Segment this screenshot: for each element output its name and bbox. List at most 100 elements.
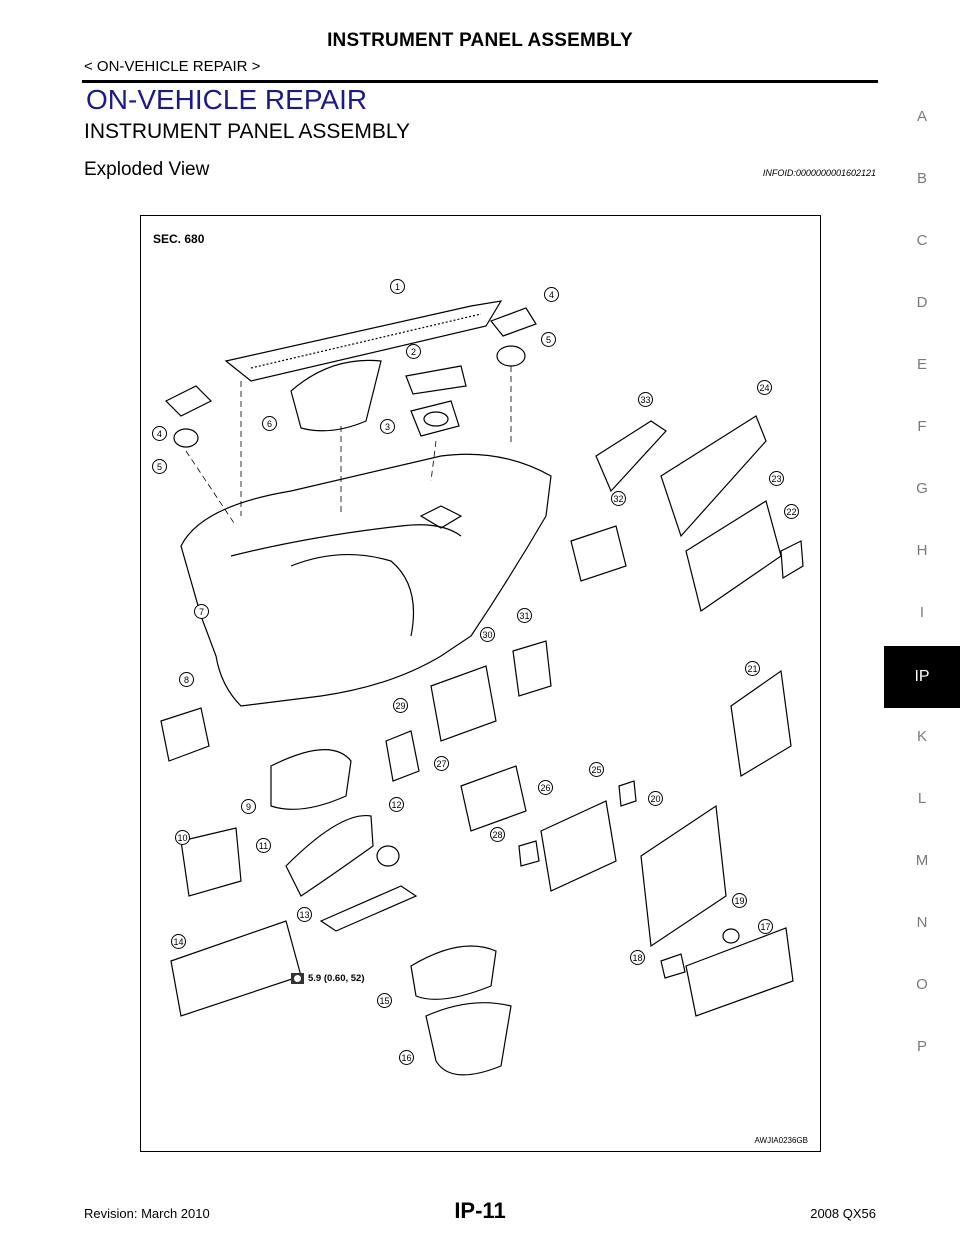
callout-20: 20	[648, 791, 663, 806]
callout-18: 18	[630, 950, 645, 965]
page-header-title: INSTRUMENT PANEL ASSEMBLY	[327, 30, 633, 51]
callout-4-left: 4	[152, 426, 167, 441]
finisher-10	[180, 827, 242, 897]
callout-3: 3	[380, 419, 395, 434]
callout-33: 33	[638, 392, 653, 407]
callout-17: 17	[758, 919, 773, 934]
vent-ring-left	[173, 428, 199, 448]
defroster-grille	[224, 300, 503, 382]
callout-29: 29	[393, 698, 408, 713]
side-vent-8	[160, 707, 210, 762]
torque-value: 5.9 (0.60, 52)	[308, 973, 365, 984]
callout-1: 1	[390, 279, 405, 294]
section-heading: ON-VEHICLE REPAIR	[86, 84, 368, 115]
tab-i[interactable]: I	[919, 604, 925, 621]
callout-4-right: 4	[544, 287, 559, 302]
side-trim-22	[780, 540, 804, 580]
callout-8: 8	[179, 672, 194, 687]
tab-h[interactable]: H	[916, 542, 928, 559]
callout-14: 14	[171, 934, 186, 949]
tab-b[interactable]: B	[916, 170, 927, 187]
instrument-panel-body	[180, 453, 552, 707]
switch-18	[660, 953, 686, 979]
callout-24: 24	[757, 380, 772, 395]
callout-16: 16	[399, 1050, 414, 1065]
glove-box-trim	[595, 420, 667, 493]
side-vent-right	[490, 307, 537, 337]
column-cover-lower	[425, 1002, 512, 1076]
callout-6: 6	[262, 416, 277, 431]
vent-29	[385, 730, 420, 782]
callout-5-right: 5	[541, 332, 556, 347]
center-speaker	[410, 400, 460, 437]
knee-panel	[170, 920, 302, 1017]
sensor-cluster	[405, 365, 467, 395]
vent-31	[512, 640, 552, 697]
section-subheading: INSTRUMENT PANEL ASSEMBLY	[84, 120, 410, 143]
combination-meter	[270, 749, 352, 810]
callout-31: 31	[517, 608, 532, 623]
callout-26: 26	[538, 780, 553, 795]
callout-9: 9	[241, 799, 256, 814]
ring-12	[376, 845, 400, 867]
display-30	[430, 665, 497, 742]
module-27	[460, 765, 527, 832]
switch-25	[618, 780, 637, 807]
callout-19: 19	[732, 893, 747, 908]
tab-a[interactable]: A	[916, 108, 927, 125]
section-label: SEC. 680	[153, 232, 205, 246]
callout-2: 2	[406, 344, 421, 359]
callout-11: 11	[256, 838, 271, 853]
tab-e[interactable]: E	[916, 356, 927, 373]
page-number: IP-11	[454, 1198, 506, 1223]
panel-21	[730, 669, 792, 777]
breadcrumb: < ON-VEHICLE REPAIR >	[84, 58, 261, 75]
callout-7: 7	[194, 604, 209, 619]
side-vent-left	[164, 385, 213, 417]
revision-date: Revision: March 2010	[84, 1206, 210, 1221]
tab-k[interactable]: K	[916, 728, 927, 745]
speaker-grille	[290, 359, 382, 432]
meter-hood	[285, 814, 374, 897]
callout-30: 30	[480, 627, 495, 642]
callout-12: 12	[389, 797, 404, 812]
callout-27: 27	[434, 756, 449, 771]
view-title: Exploded View	[84, 159, 210, 180]
tab-d[interactable]: D	[916, 294, 928, 311]
callout-13: 13	[297, 907, 312, 922]
callout-22: 22	[784, 504, 799, 519]
callout-25: 25	[589, 762, 604, 777]
torque-wrench-icon	[291, 973, 304, 984]
tab-ip[interactable]: IP	[884, 646, 960, 708]
callout-15: 15	[377, 993, 392, 1008]
tab-n[interactable]: N	[916, 914, 928, 931]
callout-23: 23	[769, 471, 784, 486]
callout-28: 28	[490, 827, 505, 842]
exploded-view-drawing	[160, 300, 804, 1076]
lower-cover-13	[319, 885, 418, 932]
callout-10: 10	[175, 830, 190, 845]
tab-l[interactable]: L	[917, 790, 927, 807]
tab-m[interactable]: M	[915, 852, 929, 869]
switch-19	[722, 928, 740, 944]
knob-28	[518, 840, 540, 867]
cluster-lid-20	[640, 804, 727, 948]
tab-c[interactable]: C	[916, 232, 928, 249]
info-id: INFOID:0000000001602121	[762, 168, 876, 178]
torque-spec: 5.9 (0.60, 52)	[291, 973, 365, 984]
glove-box-housing	[660, 415, 767, 538]
vent-ring-right	[496, 345, 526, 367]
tab-f[interactable]: F	[917, 418, 927, 435]
tab-o[interactable]: O	[916, 976, 928, 993]
glove-box-door	[685, 500, 782, 612]
tab-g[interactable]: G	[916, 480, 928, 497]
tab-p[interactable]: P	[916, 1038, 927, 1055]
callout-32: 32	[611, 491, 626, 506]
header-divider	[82, 80, 878, 83]
callout-21: 21	[745, 661, 760, 676]
column-cover-upper	[410, 945, 497, 1000]
center-vent-32	[570, 525, 627, 582]
callout-5-left: 5	[152, 459, 167, 474]
ac-control-17	[685, 927, 794, 1017]
exploded-view-figure: SEC. 680 5.9 (0.60, 52) AWJIA0236GB 1 2 …	[140, 215, 821, 1152]
